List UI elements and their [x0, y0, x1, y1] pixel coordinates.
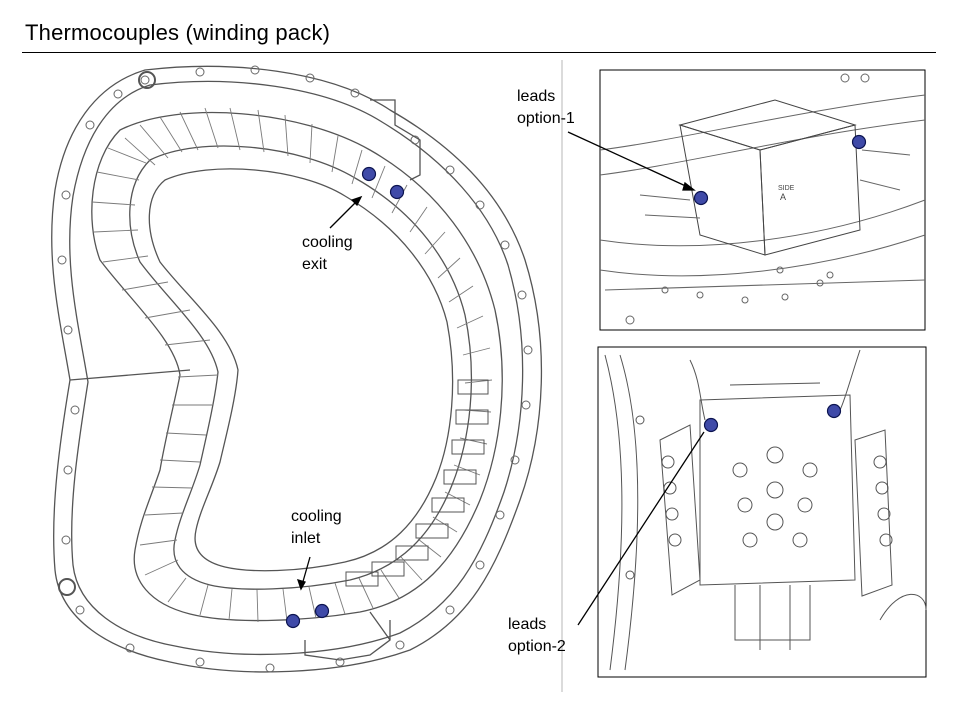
thermocouple-marker: [361, 166, 377, 182]
side-a-marking: SIDE: [778, 185, 795, 192]
label-line: leads: [508, 616, 547, 633]
label-line: exit: [302, 256, 327, 273]
thermocouple-marker: [314, 603, 330, 619]
inset-leads-option-1: SIDE A: [599, 69, 926, 331]
thermocouple-markers: [285, 134, 867, 629]
inset-leads-option-2: [597, 346, 927, 678]
leads-option-1-arrowhead: [682, 181, 696, 191]
title-underline: [22, 52, 936, 53]
thermocouple-marker: [285, 613, 301, 629]
thermocouple-marker: [826, 403, 842, 419]
thermocouple-marker: [693, 190, 709, 206]
coil-winding-pack-drawing: [51, 65, 543, 673]
leads-option-1-label: leads option-1: [517, 86, 575, 130]
cooling-exit-arrowhead: [350, 195, 363, 207]
label-line: option-1: [517, 110, 575, 127]
cooling-inlet-label: cooling inlet: [291, 506, 342, 550]
thermocouple-marker: [703, 417, 719, 433]
side-a-letter: A: [780, 192, 786, 202]
cooling-inlet-arrowhead: [296, 579, 306, 591]
leader-lines: [296, 131, 705, 626]
label-line: leads: [517, 88, 556, 105]
cooling-exit-label: cooling exit: [302, 232, 353, 276]
label-line: inlet: [291, 530, 321, 547]
thermocouple-marker: [851, 134, 867, 150]
thermocouple-marker: [389, 184, 405, 200]
leads-option-2-label: leads option-2: [508, 614, 566, 658]
leads-option-1-arrow: [567, 131, 691, 189]
label-line: cooling: [302, 234, 353, 251]
cooling-exit-arrow: [329, 199, 359, 229]
cooling-inlet-arrow: [301, 556, 311, 586]
label-line: option-2: [508, 638, 566, 655]
page-title: Thermocouples (winding pack): [25, 20, 331, 45]
label-line: cooling: [291, 508, 342, 525]
leads-option-2-leader: [577, 431, 705, 626]
